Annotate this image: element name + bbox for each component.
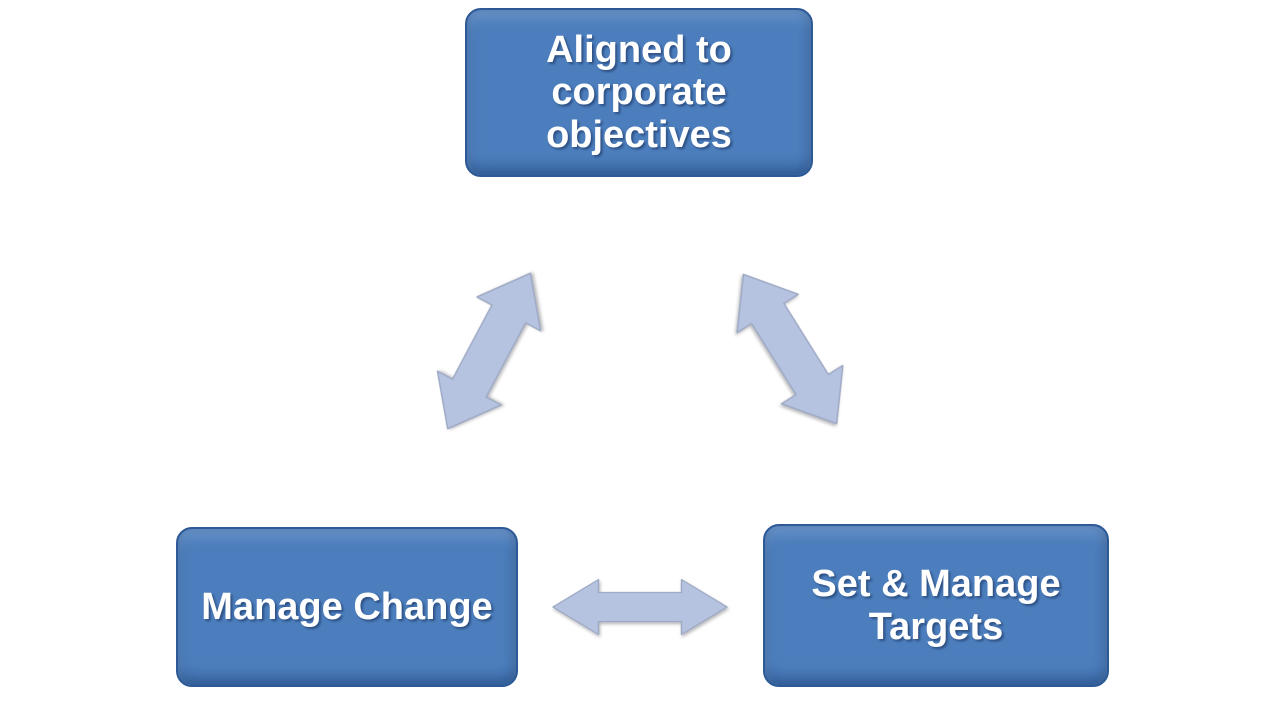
node-label: Aligned to corporate objectives: [546, 28, 732, 156]
double-arrow-icon-manage-change-to-set-and-manage-targets: [552, 578, 728, 636]
node-manage-change: Manage Change: [176, 527, 518, 687]
double-arrow-icon-top-to-set-and-manage-targets: [736, 273, 844, 425]
node-label: Set & Manage Targets: [811, 562, 1061, 648]
double-arrow-icon-top-to-manage-change: [436, 272, 542, 430]
node-aligned-to-corporate-objectives: Aligned to corporate objectives: [465, 8, 813, 177]
node-label: Manage Change: [201, 585, 493, 628]
node-set-and-manage-targets: Set & Manage Targets: [763, 524, 1109, 687]
